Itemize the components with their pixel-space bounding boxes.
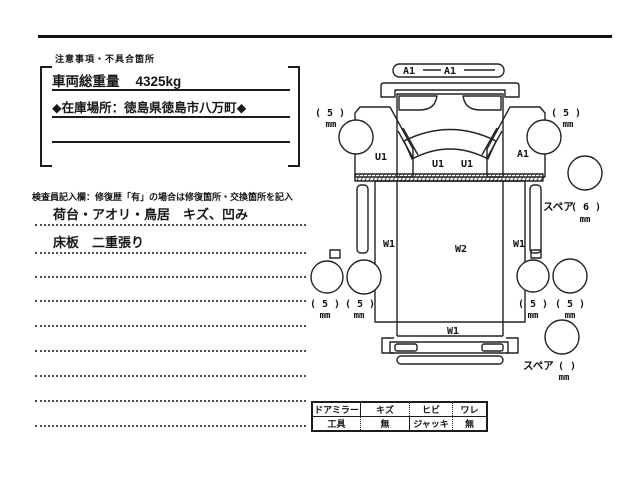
table-row: ドアミラー キズ ヒビ ワレ (313, 403, 486, 417)
inspector-entry-1: 荷台・アオリ・鳥居 キズ、凹み (53, 207, 249, 222)
notes-bracket-right (288, 66, 300, 167)
table-cell-crack: ヒビ (410, 403, 453, 416)
rear-crossmember (389, 341, 509, 354)
bed-mark-center: W2 (455, 244, 467, 255)
right-fender (486, 106, 546, 178)
spare-upper-label: スペア (543, 201, 574, 213)
stock-location-line: ◆在庫場所：徳島県徳島市八万町◆ (52, 97, 290, 118)
cab-corner-left (398, 95, 438, 111)
right-fender-mark: A1 (517, 149, 529, 160)
bed-mark-rear: W1 (447, 326, 459, 337)
table-cell-scratch: キズ (361, 403, 410, 416)
tire-rear-right-inner (516, 259, 550, 293)
ruled-dotted-line (35, 400, 306, 402)
rear-lamp-right (481, 343, 504, 352)
table-cell-jack: ジャッキ (410, 417, 453, 430)
inspector-section-header: 検査員記入欄：修復歴「有」の場合は修復箇所・交換箇所を記入 (32, 192, 294, 202)
tread-depth-front-right: ( 5 ) (551, 108, 581, 119)
cargo-bed-outer (374, 180, 526, 323)
unit-front-left: mm (326, 120, 337, 130)
stake-pocket-right (530, 249, 542, 259)
a-pillar-right (481, 127, 498, 156)
side-rail-right (529, 184, 542, 254)
windshield (403, 128, 497, 160)
ruled-dotted-line (35, 325, 306, 327)
spare-lower-depth: ( ) (558, 361, 576, 372)
roof-strip (392, 63, 505, 78)
tire-rear-right-outer (552, 258, 588, 294)
table-cell-tools: 工具 (313, 417, 361, 430)
rear-lamp-left (394, 343, 418, 352)
side-rail-left (356, 184, 369, 254)
a-pillar-left (402, 127, 419, 156)
tread-depth-rear-right-inner: ( 5 ) (518, 299, 548, 310)
ruled-dotted-line (35, 375, 306, 377)
tire-front-left (338, 119, 374, 155)
rear-bumper (396, 355, 504, 365)
windshield-mark-right: U1 (461, 159, 473, 170)
spare-lower-label: スペア (523, 360, 554, 372)
gross-weight-line: 車両総重量 4325kg (52, 70, 290, 91)
table-cell-break: ワレ (460, 405, 479, 415)
gross-weight-value: 4325kg (135, 74, 182, 89)
tread-depth-rear-right-outer: ( 5 ) (555, 299, 585, 310)
stake-pocket-left (329, 249, 341, 259)
table-cell-jack-value: 無 (464, 419, 474, 429)
rear-cap-left (381, 337, 394, 354)
left-fender-mark: U1 (375, 152, 387, 163)
ruled-dotted-line (35, 350, 306, 352)
unit-rear-right-outer: mm (565, 311, 576, 321)
notes-box-header: 注意事項・不具合箇所 (55, 54, 156, 64)
a-pillar-right (486, 130, 503, 159)
spare-upper-depth: ( 6 ) (571, 202, 601, 213)
unit-rear-left-inner: mm (354, 311, 365, 321)
ruled-dotted-line (35, 224, 306, 226)
roof-mark-right: A1 (444, 66, 456, 77)
tire-rear-left-outer (310, 260, 344, 294)
ruled-dotted-line (35, 276, 306, 278)
ruled-dotted-line (35, 252, 306, 254)
cab-corner-right (462, 95, 502, 111)
unit-rear-left-outer: mm (320, 311, 331, 321)
table-cell-door-mirror: ドアミラー (313, 403, 361, 416)
cab-bed-divider (354, 173, 544, 182)
unit-rear-right-inner: mm (528, 311, 539, 321)
tread-depth-rear-left-inner: ( 5 ) (345, 299, 375, 310)
table-cell-tools-value: 無 (361, 417, 410, 430)
ruled-dotted-line (35, 300, 306, 302)
inspector-entry-2: 床板 二重張り (53, 235, 145, 250)
spare-tire-lower (544, 319, 580, 355)
table-row: 工具 無 ジャッキ 無 (313, 417, 486, 430)
roof-mark-left: A1 (403, 66, 415, 77)
notes-bracket-left (40, 66, 52, 167)
windshield-mark-left: U1 (432, 159, 444, 170)
top-rule-line (38, 35, 612, 38)
tread-depth-front-left: ( 5 ) (315, 108, 345, 119)
gross-weight-label: 車両総重量 (52, 74, 120, 89)
condition-table: ドアミラー キズ ヒビ ワレ 工具 無 ジャッキ 無 (311, 401, 488, 432)
spare-upper-unit: mm (580, 215, 591, 225)
front-bumper (380, 82, 520, 98)
a-pillar-left (397, 130, 414, 159)
rear-cap-right (506, 337, 519, 354)
tire-front-right (526, 119, 562, 155)
unit-front-right: mm (563, 120, 574, 130)
empty-ruled-line (52, 121, 290, 143)
spare-tire-upper (567, 155, 603, 191)
tread-depth-rear-left-outer: ( 5 ) (310, 299, 340, 310)
tire-rear-left-inner (346, 259, 382, 295)
ruled-dotted-line (35, 425, 306, 427)
bed-mark-right: W1 (513, 239, 525, 250)
bed-mark-left: W1 (383, 239, 395, 250)
spare-lower-unit: mm (559, 373, 570, 383)
